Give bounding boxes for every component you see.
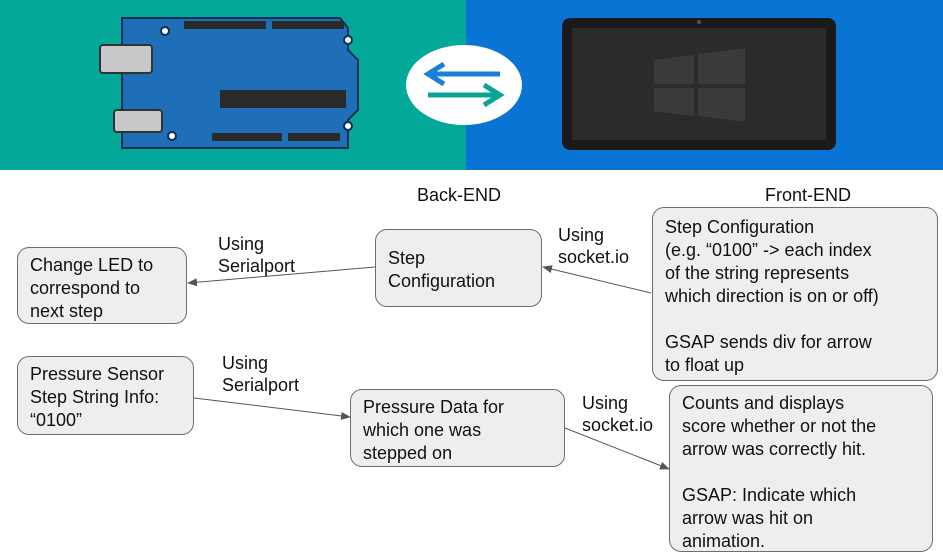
pressure-data-box: Pressure Data for which one was stepped …	[350, 389, 565, 467]
exchange-arrows-icon	[406, 45, 522, 125]
step-configuration-backend-box: Step Configuration	[375, 229, 542, 307]
frontend-column-label: Front-END	[765, 185, 852, 205]
score-display-box: Counts and displays score whether or not…	[669, 385, 933, 552]
change-led-box: Change LED to correspond to next step	[17, 247, 187, 324]
edge-label-serialport-bottom: Using Serialport	[222, 353, 300, 395]
edge-label-socketio-bottom: Using socket.io	[582, 393, 654, 435]
edge-label-socketio-top: Using socket.io	[558, 225, 630, 267]
arrow-pressure-data-to-score	[564, 427, 670, 470]
pressure-sensor-box: Pressure Sensor Step String Info: “0100”	[17, 356, 194, 435]
windows-tablet-icon	[562, 18, 836, 150]
arrow-sensor-to-pressure-data	[193, 397, 351, 420]
arrow-backend-to-led	[187, 266, 376, 287]
backend-column-label: Back-END	[417, 185, 502, 205]
edge-label-serialport-top: Using Serialport	[218, 234, 296, 276]
step-configuration-frontend-box: Step Configuration (e.g. “0100” -> each …	[652, 207, 938, 381]
arrow-frontend-to-backend-step	[542, 265, 652, 294]
arduino-board-icon	[99, 17, 359, 149]
